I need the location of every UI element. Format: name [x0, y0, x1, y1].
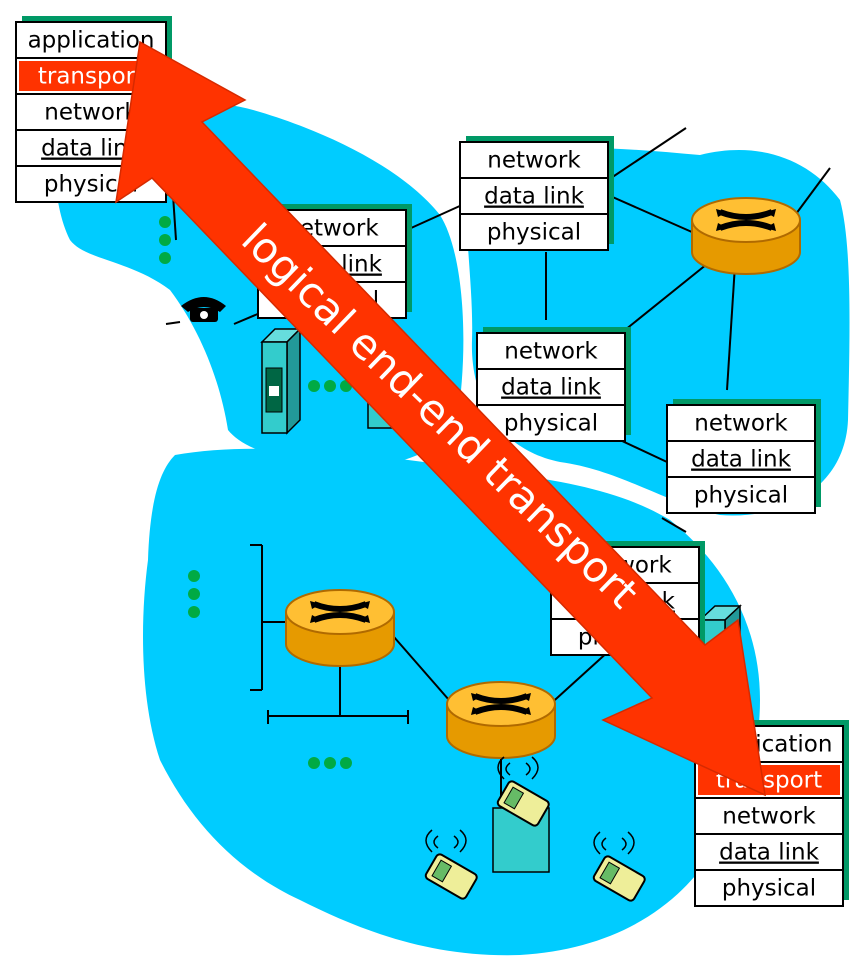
ellipsis-dots-icon-group: [159, 216, 352, 769]
layer-label-network: network: [694, 411, 788, 437]
layer-label-network: network: [504, 339, 598, 365]
layer-label-network: network: [44, 100, 138, 126]
layer-label-data-link: data link: [719, 840, 819, 866]
layer-label-physical: physical: [722, 876, 816, 902]
layer-box-data-link: [694, 833, 844, 871]
layer-label-network: network: [487, 148, 581, 174]
layer-label-network: network: [722, 804, 816, 830]
router-icon-lower-center: [447, 682, 555, 758]
layer-label-transport: transport: [38, 64, 144, 90]
layer-box-network: [694, 797, 844, 835]
layer-label-physical: physical: [487, 220, 581, 246]
layer-box-data-link: [476, 368, 626, 406]
layer-label-data-link: data link: [484, 184, 584, 210]
layer-label-application: application: [28, 28, 155, 54]
protocol-stack-router-mid-right: network data link physical: [476, 327, 631, 442]
telephone-icon: [165, 297, 226, 325]
layer-label-data-link: data link: [691, 447, 791, 473]
layer-box-data-link: [459, 177, 609, 215]
layer-box-physical: [459, 213, 609, 251]
layer-box-physical: [666, 476, 816, 514]
protocol-stack-router-far-right: network data link physical: [666, 399, 821, 514]
layer-box-physical: [694, 869, 844, 907]
layer-label-data-link: data link: [501, 375, 601, 401]
layer-box-network: [476, 332, 626, 370]
layer-label-physical: physical: [504, 411, 598, 437]
layer-label-physical: physical: [694, 483, 788, 509]
router-icon-lower-left: [286, 590, 394, 666]
server-tower-icon-left: [260, 327, 302, 435]
router-icon-upper-right: [692, 198, 800, 274]
double-headed-arrow-icon: [115, 40, 766, 797]
layer-box-network: [459, 141, 609, 179]
protocol-stack-router-top-center: network data link physical: [459, 136, 614, 251]
